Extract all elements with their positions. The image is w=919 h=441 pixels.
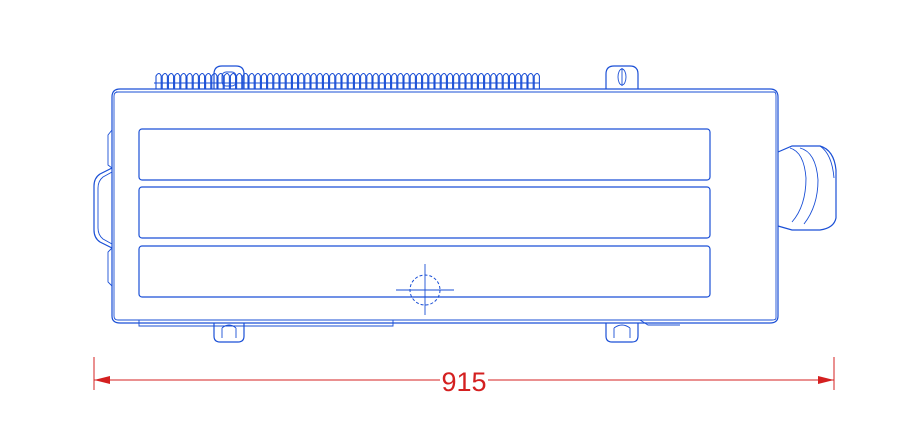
fin-loop [174, 72, 181, 89]
fin-loop [248, 72, 255, 89]
housing-body [111, 88, 779, 324]
mount-bracket-bottom-left [213, 323, 245, 343]
fin-loop [484, 72, 491, 89]
bottom-strip [138, 319, 680, 327]
fin-loop [298, 72, 305, 89]
mount-bracket-top-right [605, 65, 639, 89]
fin-loop [341, 72, 348, 89]
fin-loop [161, 72, 168, 89]
fin-loop [527, 72, 534, 89]
fin-loop [378, 72, 385, 89]
fin-loop [192, 72, 199, 89]
fin-loop [236, 72, 243, 89]
fin-loop [496, 72, 503, 89]
panel-middle [138, 186, 711, 239]
fin-loop [180, 72, 187, 89]
fin-loop [285, 72, 292, 89]
fin-loop [186, 72, 193, 89]
fin-loop [304, 72, 311, 89]
fin-loop [291, 72, 299, 89]
fin-loop [434, 72, 441, 89]
heat-sink-fins [154, 72, 540, 90]
fin-loop [267, 72, 274, 89]
dimension-arrow-left [94, 376, 110, 384]
fin-loop [453, 72, 460, 89]
fin-loop [335, 72, 342, 89]
left-side-bump [93, 129, 113, 287]
fin-loop [322, 72, 330, 89]
fin-loop [229, 72, 237, 89]
fin-loop [366, 72, 373, 89]
fin-loop [465, 72, 472, 89]
fin-loop [217, 72, 224, 89]
fin-loop [167, 72, 175, 89]
fin-loop [515, 72, 522, 89]
right-outlet [777, 145, 837, 231]
fin-loop [360, 72, 367, 89]
fin-loop [260, 72, 268, 89]
fin-loop [353, 72, 361, 89]
center-crosshair [396, 264, 454, 315]
fin-loop [211, 72, 218, 89]
fin-loop [533, 72, 540, 89]
fin-loop [254, 72, 261, 89]
fin-loop [384, 72, 392, 89]
mount-bracket-bottom-right [605, 323, 639, 343]
fin-loop [397, 72, 404, 89]
dimension-arrow-right [818, 376, 834, 384]
panel-bottom [138, 245, 711, 298]
fin-loop [446, 72, 454, 89]
fin-loop [198, 72, 206, 89]
fin-loop [428, 72, 435, 89]
dimension-overall-width: 915 [93, 357, 835, 397]
mount-bracket-top-left [213, 65, 245, 89]
fin-loop [347, 72, 354, 89]
fin-loop [422, 72, 429, 89]
fin-loop [409, 72, 416, 89]
fin-loop [403, 72, 410, 89]
fin-loop [415, 72, 423, 89]
fin-loop [310, 72, 317, 89]
fin-loop [155, 72, 162, 89]
fin-loop [273, 72, 280, 89]
fin-loop [471, 72, 478, 89]
fin-loop [316, 72, 323, 89]
fin-loop [223, 72, 230, 89]
fin-loop [205, 72, 212, 89]
fin-loop [490, 72, 497, 89]
fin-loop [372, 72, 379, 89]
fin-loop [440, 72, 447, 89]
fin-loop [477, 72, 485, 89]
fin-loop [502, 72, 509, 89]
fin-loop [391, 72, 398, 89]
dimension-label: 915 [441, 367, 486, 397]
fin-loop [329, 72, 336, 89]
fin-loop [521, 72, 528, 89]
fin-loop [279, 72, 286, 89]
panel-top [138, 128, 711, 181]
fin-loop [508, 72, 516, 89]
fin-loop [242, 72, 249, 89]
fin-loop [459, 72, 466, 89]
